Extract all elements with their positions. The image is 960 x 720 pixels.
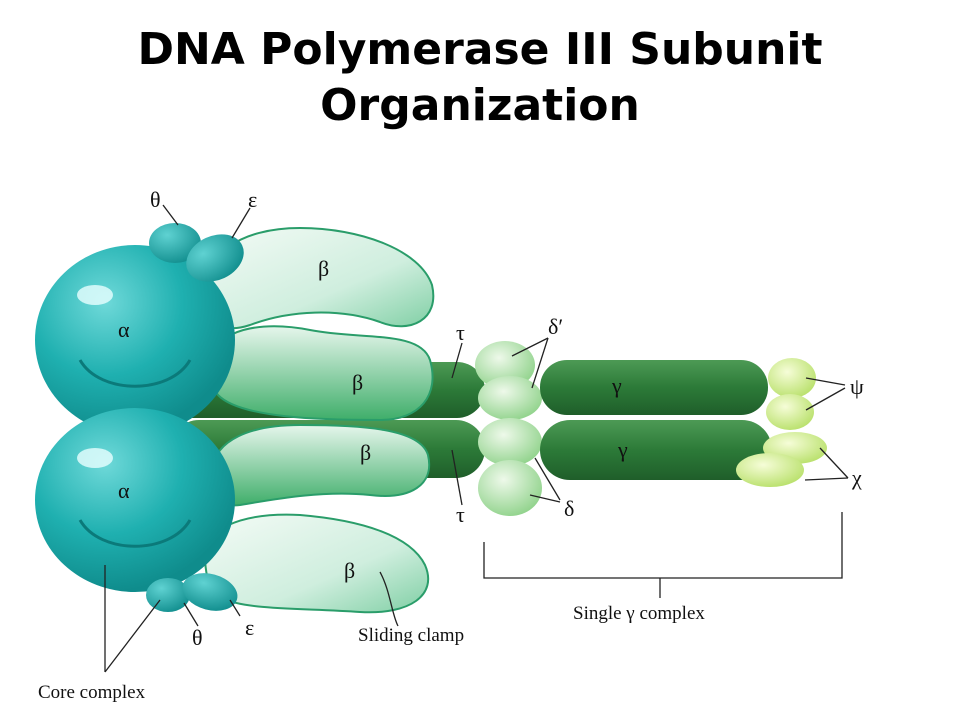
gamma-top-shape (540, 360, 768, 415)
title-line-1: DNA Polymerase III Subunit (137, 24, 823, 75)
leader-lines (104, 204, 849, 673)
alpha-top-smile (78, 359, 192, 388)
label-gamma-bottom: γ (617, 437, 628, 462)
alpha-bottom-highlight (77, 448, 113, 468)
delta-subunits (475, 341, 542, 516)
label-alpha-top: α (118, 317, 130, 342)
label-psi: ψ (850, 374, 864, 399)
theta-epsilon-subunits (146, 223, 244, 612)
label-chi: χ (851, 465, 862, 490)
delta-bottom-shape (478, 460, 542, 516)
beta-3-shape (210, 423, 431, 507)
delta-top-shape (478, 418, 542, 466)
label-delta: δ (564, 496, 574, 521)
gamma-subunits (540, 360, 772, 480)
beta-1-shape (203, 226, 435, 330)
alpha-bottom-smile (78, 519, 192, 548)
label-core-complex: Core complex (38, 682, 146, 703)
title-line-2: Organization (320, 80, 640, 131)
epsilon-top-shape (186, 234, 244, 282)
label-theta-top: θ (150, 187, 161, 212)
label-epsilon-bottom: ε (245, 615, 254, 640)
label-gamma-top: γ (611, 373, 622, 398)
label-single-gamma-complex: Single γ complex (573, 603, 705, 624)
delta-prime-top-shape (475, 341, 535, 389)
label-tau-top: τ (456, 320, 465, 345)
subunit-labels: θ ε β α τ δ′ β γ ψ β γ χ α τ δ β θ ε Sli… (38, 187, 864, 703)
theta-bottom-shape (146, 578, 190, 612)
label-epsilon-top: ε (248, 187, 257, 212)
beta-clamps (203, 226, 435, 614)
alpha-subunits (35, 245, 235, 592)
psi-bottom-shape (766, 394, 814, 430)
alpha-top-highlight (77, 285, 113, 305)
chi-bottom-shape (736, 453, 804, 487)
label-beta-3: β (360, 440, 371, 465)
label-beta-1: β (318, 256, 329, 281)
label-beta-4: β (344, 558, 355, 583)
delta-prime-bottom-shape (478, 376, 542, 420)
label-beta-2: β (352, 370, 363, 395)
label-tau-bottom: τ (456, 502, 465, 527)
beta-2-shape (209, 325, 434, 422)
gamma-bottom-shape (540, 420, 772, 480)
label-theta-bottom: θ (192, 625, 203, 650)
psi-chi-subunits (736, 358, 827, 487)
label-delta-prime: δ′ (548, 314, 563, 339)
epsilon-bottom-shape (182, 573, 238, 611)
theta-top-shape (149, 223, 201, 263)
label-alpha-bottom: α (118, 478, 130, 503)
slide-title: DNA Polymerase III Subunit Organization (0, 22, 960, 134)
psi-top-shape (768, 358, 816, 398)
alpha-bottom-shape (35, 408, 235, 592)
beta-4-shape (203, 513, 430, 614)
label-sliding-clamp: Sliding clamp (358, 625, 464, 646)
